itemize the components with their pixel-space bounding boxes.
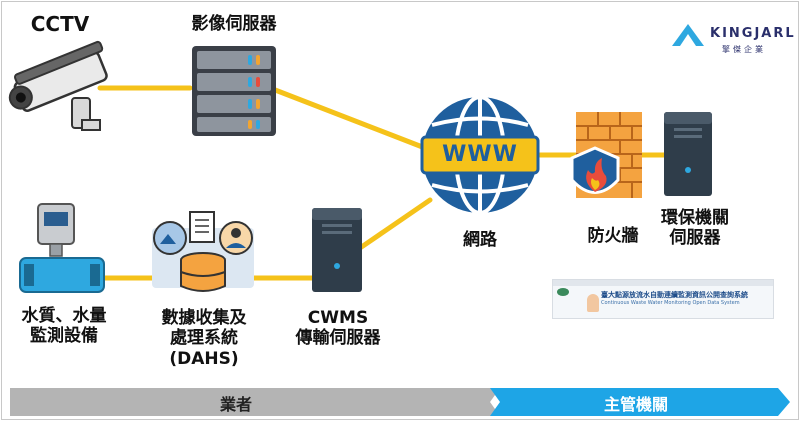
- label-epa-server: 環保機關 伺服器: [661, 208, 729, 249]
- water-meter-icon: [19, 203, 105, 293]
- website-title: 臺大點源放流水自動連續監測資訊公開查詢系統: [601, 291, 748, 299]
- line-video-network: [267, 85, 428, 151]
- label-cctv: CCTV: [30, 12, 90, 36]
- video-server-icon: [192, 46, 276, 136]
- firewall-icon: [570, 112, 642, 198]
- label-dahs: 數據收集及 處理系統 (DAHS): [161, 308, 247, 369]
- bar-operator-segment: [10, 388, 500, 416]
- label-firewall: 防火牆: [587, 226, 639, 246]
- cctv-camera-icon: [8, 40, 108, 131]
- globe-icon: [420, 95, 540, 215]
- bar-authority-segment: [490, 388, 790, 416]
- website-nav-strip: [553, 280, 773, 286]
- kingjarl-logo-icon: [672, 24, 704, 46]
- epa-server-icon: [664, 112, 712, 196]
- label-cwms: CWMS 傳輸伺服器: [295, 308, 381, 349]
- dahs-icon: [152, 211, 254, 292]
- website-logo-icon: [557, 288, 569, 296]
- bar-label-operator: 業者: [220, 395, 253, 414]
- website-thumbnail: 臺大點源放流水自動連續監測資訊公開查詢系統 Continuous Waste W…: [552, 279, 774, 319]
- label-network: 網路: [463, 230, 497, 250]
- line-cwms-network: [357, 197, 433, 251]
- cwms-server-icon: [312, 208, 362, 292]
- website-mascot-icon: [587, 294, 599, 312]
- www-text: WWW: [442, 142, 518, 167]
- label-video-server: 影像伺服器: [191, 14, 277, 34]
- brand-subtitle: 擎傑企業: [722, 45, 766, 54]
- connector-lines: [97, 85, 671, 281]
- bottom-bar: [10, 388, 790, 416]
- website-subtitle: Continuous Waste Water Monitoring Open D…: [601, 300, 740, 306]
- label-water-device: 水質、水量 監測設備: [21, 306, 107, 347]
- bar-label-authority: 主管機關: [604, 395, 669, 414]
- brand-name: KINGJARL: [710, 26, 796, 41]
